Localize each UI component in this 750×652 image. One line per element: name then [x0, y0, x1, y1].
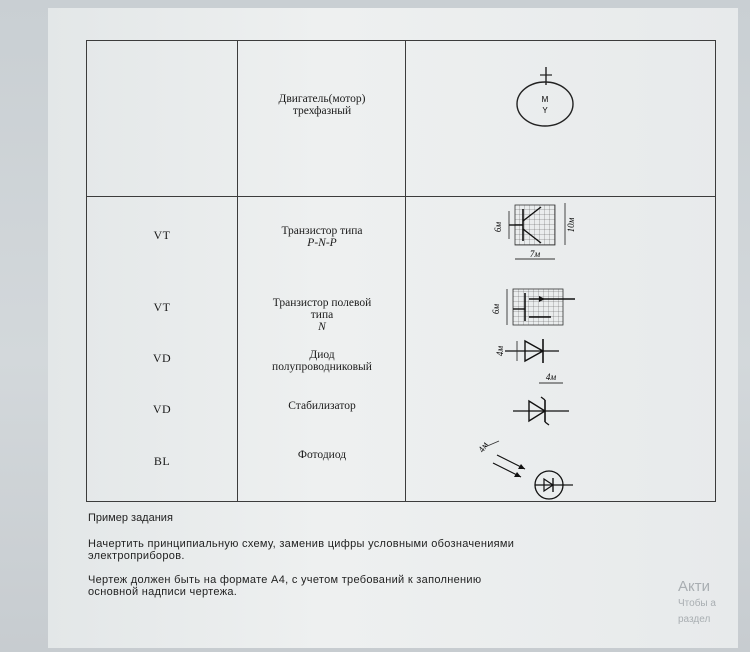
- task-paragraph: Начертить принципиальную схему, заменив …: [88, 538, 515, 562]
- transistor-field-n-icon: 6м: [473, 281, 583, 331]
- motor-three-phase-icon: М Y: [512, 63, 582, 143]
- activation-watermark-line: Чтобы а: [678, 598, 716, 609]
- dim-label: 6м: [493, 222, 503, 233]
- diode-icon: 4м 4м: [487, 333, 577, 393]
- table-cell-code: VD: [152, 402, 172, 416]
- table-cell-name: Диод полупроводниковый: [272, 349, 372, 373]
- transistor-pnp-icon: 6м 10м 7м: [479, 199, 589, 269]
- table-cell-name: Стабилизатор: [288, 400, 356, 412]
- dim-label: 4м: [476, 440, 490, 454]
- column-divider: [405, 41, 406, 501]
- row-divider: [87, 196, 715, 197]
- table-cell-code: BL: [153, 454, 171, 468]
- zener-stabilizer-icon: [511, 396, 571, 427]
- table-cell-code: VT: [153, 300, 171, 314]
- requirements-paragraph: Чертеж должен быть на формате А4, с учет…: [88, 574, 482, 598]
- motor-label-m: М: [542, 95, 549, 104]
- document-sheet: [48, 8, 738, 648]
- table-cell-code: VD: [152, 351, 172, 365]
- table-cell-code: VT: [153, 228, 171, 242]
- dim-label: 10м: [566, 217, 576, 232]
- activation-watermark-line: раздел: [678, 614, 711, 625]
- photodiode-icon: 4м: [469, 439, 579, 503]
- activation-watermark-title: Акти: [678, 578, 710, 595]
- table-cell-name: Фотодиод: [297, 449, 347, 461]
- dim-label: 4м: [495, 346, 505, 357]
- table-cell-name: Транзистор полевой типа N: [272, 297, 372, 333]
- symbols-table: Двигатель(мотор) трехфазный М Y VT Транз…: [86, 40, 716, 502]
- table-cell-name: Двигатель(мотор) трехфазный: [278, 93, 366, 117]
- example-caption: Пример задания: [88, 512, 173, 524]
- dim-label: 7м: [530, 249, 541, 259]
- dim-label: 4м: [546, 372, 557, 382]
- motor-label-y: Y: [542, 106, 548, 115]
- table-cell-name: Транзистор типа P-N-P: [281, 225, 363, 249]
- column-divider: [237, 41, 238, 501]
- dim-label: 6м: [491, 304, 501, 315]
